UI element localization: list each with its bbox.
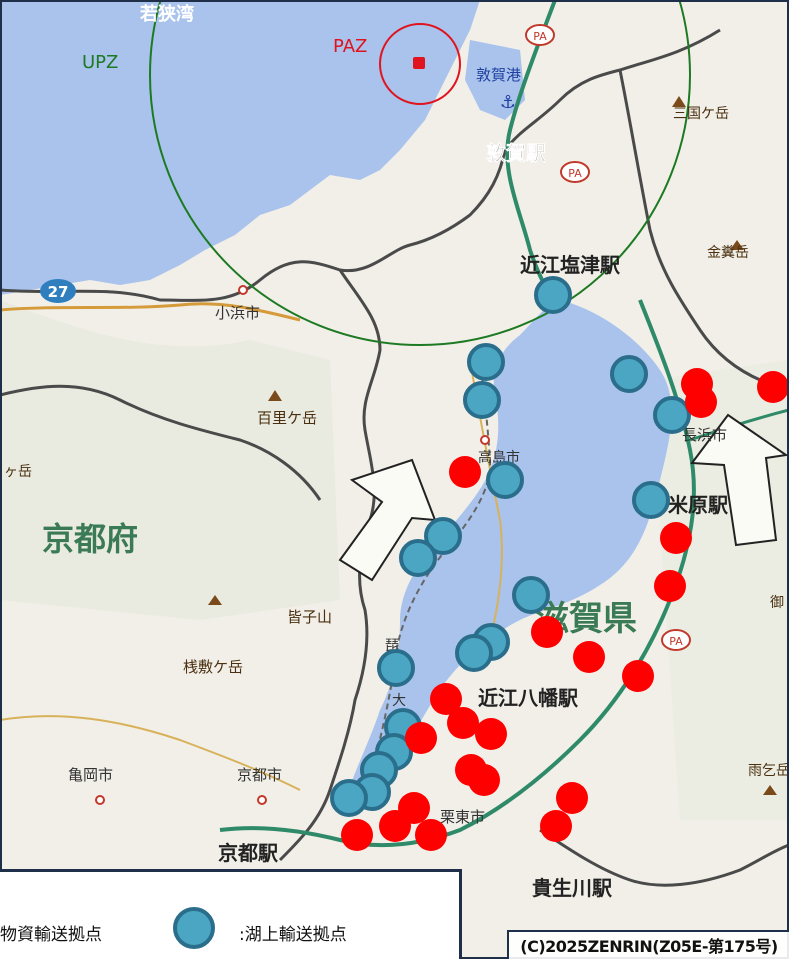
supply-transport-point [475,718,507,750]
route-27-shield: 27 [40,279,76,303]
prefecture-border [0,28,721,302]
city-marker [480,435,490,445]
label-sakinoko: 桟敷ケ岳 [183,658,243,676]
supply-transport-point [757,371,789,403]
lake-transport-point [486,461,524,499]
lake-biwa [345,300,672,804]
lake-transport-point [399,539,437,577]
lake-transport-point [512,576,550,614]
supply-transport-point [685,386,717,418]
supply-transport-point [449,456,481,488]
supply-transport-point [468,764,500,796]
legend-lake-point-icon [173,907,215,949]
city-marker [238,285,248,295]
prefecture-border [539,828,789,887]
bay-inlet [465,40,525,120]
supply-transport-point [654,570,686,602]
city-marker [95,795,105,805]
supply-transport-point [660,522,692,554]
prefecture-border [618,69,789,392]
label-upz: UPZ [82,52,118,73]
highway [0,302,301,322]
label-kyoto-pref: 京都府 [42,520,138,558]
supply-transport-point [379,810,411,842]
mountain-icon [730,240,744,250]
supply-transport-point [447,707,479,739]
city-marker [257,795,267,805]
highway [219,299,696,848]
supply-transport-point [341,819,373,851]
label-omihachiman: 近江八幡駅 [478,686,578,710]
lake-transport-point [610,355,648,393]
lake-transport-point [455,634,493,672]
label-obama: 小浜市 [215,304,260,322]
paz-circle [379,23,461,105]
label-minako: 皆子山 [287,608,332,626]
mountain-icon [672,96,686,107]
pa-marker: PA [560,161,590,183]
supply-transport-point [540,810,572,842]
lake-transport-point [377,649,415,687]
lake-transport-point [534,276,572,314]
supply-transport-point [430,683,462,715]
wakasa-bay [0,0,480,295]
label-ga-dake: ヶ岳 [4,464,32,480]
label-maibara: 米原駅 [668,493,728,517]
terrain-shading [0,300,340,620]
highway [505,0,557,302]
legend-lake-label: :湖上輸送拠点 [239,925,347,945]
blue-points [330,276,691,817]
svg-text:27: 27 [48,283,69,301]
label-nagahama: 長浜市 [682,426,727,444]
pa-marker: PA [661,629,691,651]
supply-transport-point [531,616,563,648]
supply-transport-point [556,782,588,814]
label-mikuni: 三国ケ岳 [673,106,729,122]
mountain-icon [763,785,777,795]
label-kameoka: 亀岡市 [68,766,113,784]
svg-text:PA: PA [669,635,683,648]
label-kyoto-city: 京都市 [237,766,282,784]
lake-transport-point [653,396,691,434]
supply-transport-point [573,641,605,673]
svg-text:PA: PA [533,30,547,43]
lake-transport-point [467,343,505,381]
label-oh: 大 [392,693,406,709]
label-amagoi: 雨乞岳 [748,763,789,779]
svg-text:PA: PA [568,167,582,180]
lake-transport-point [330,779,368,817]
label-kyoto-station: 京都駅 [218,841,278,865]
supply-transport-point [405,722,437,754]
power-plant-marker [413,57,425,69]
label-ibuki: 御 [770,595,784,611]
label-tsuruga-station: 敦賀駅 [486,141,546,165]
legend-supply-label: 物資輸送拠点 [0,925,102,945]
anchor-icon: ⚓ [500,92,516,113]
arrow-up-right [690,413,789,547]
label-omi-shiotsu: 近江塩津駅 [520,253,620,277]
lake-transport-point [463,381,501,419]
legend: 物資輸送拠点 :湖上輸送拠点 [0,869,462,959]
road [0,715,301,791]
copyright-notice: (C)2025ZENRIN(Z05E-第175号) [507,930,789,959]
label-ritto: 栗東市 [440,808,485,826]
label-hyakuri: 百里ケ岳 [257,409,317,427]
pa-marker: PA [525,24,555,46]
prefecture-border [0,384,322,501]
upz-circle [149,0,691,346]
red-points [341,368,789,851]
label-kinkei: 金糞岳 [707,245,749,261]
supply-transport-point [415,819,447,851]
mountain-icon [208,595,222,605]
label-paz: PAZ [333,36,367,57]
label-kibukawa: 貴生川駅 [532,876,612,900]
supply-transport-point [622,660,654,692]
arrow-up-left [338,458,437,582]
label-wakasa-bay: 若狭湾 [139,3,194,25]
mountain-icon [268,390,282,401]
lake-transport-point [632,481,670,519]
lake-transport-point [424,517,462,555]
label-tsuruga-port: 敦賀港 [476,66,521,84]
